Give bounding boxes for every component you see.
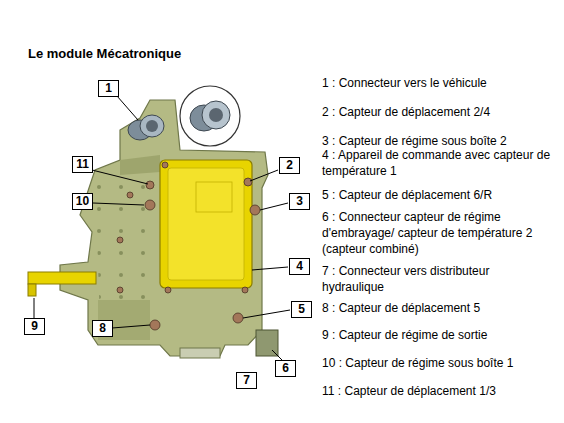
callout-number: 8 (92, 320, 113, 337)
callout-number: 6 (275, 360, 296, 377)
legend-item-text: 2 : Capteur de déplacement 2/4 (322, 104, 554, 120)
callout-number: 9 (24, 318, 45, 335)
callout-number: 10 (72, 193, 93, 210)
callout-number: 4 (289, 258, 310, 275)
callout-number: 7 (236, 372, 257, 389)
legend-item-text: 1 : Connecteur vers le véhicule (322, 75, 554, 91)
legend-item-text: 9 : Capteur de régime de sortie (322, 327, 554, 343)
legend-item-text: 11 : Capteur de déplacement 1/3 (322, 383, 554, 399)
callout-number: 3 (289, 193, 310, 210)
callout-number: 1 (98, 80, 119, 97)
legend-item-text: 5 : Capteur de déplacement 6/R (322, 187, 554, 203)
legend-item-text: 6 : Connecteur capteur de régime d'embra… (322, 209, 554, 257)
legend-item-text: 4 : Appareil de commande avec capteur de… (322, 147, 554, 179)
callout-number: 11 (72, 156, 93, 173)
legend-item-text: 3 : Capteur de régime sous boîte 2 (322, 133, 554, 149)
legend-item-text: 7 : Connecteur vers distributeur hydraul… (322, 263, 554, 295)
diagram-title: Le module Mécatronique (28, 46, 181, 61)
legend-item-text: 8 : Capteur de déplacement 5 (322, 300, 554, 316)
callout-number: 5 (291, 301, 312, 318)
callout-number: 2 (279, 157, 300, 174)
legend-item-text: 10 : Capteur de régime sous boîte 1 (322, 355, 554, 371)
